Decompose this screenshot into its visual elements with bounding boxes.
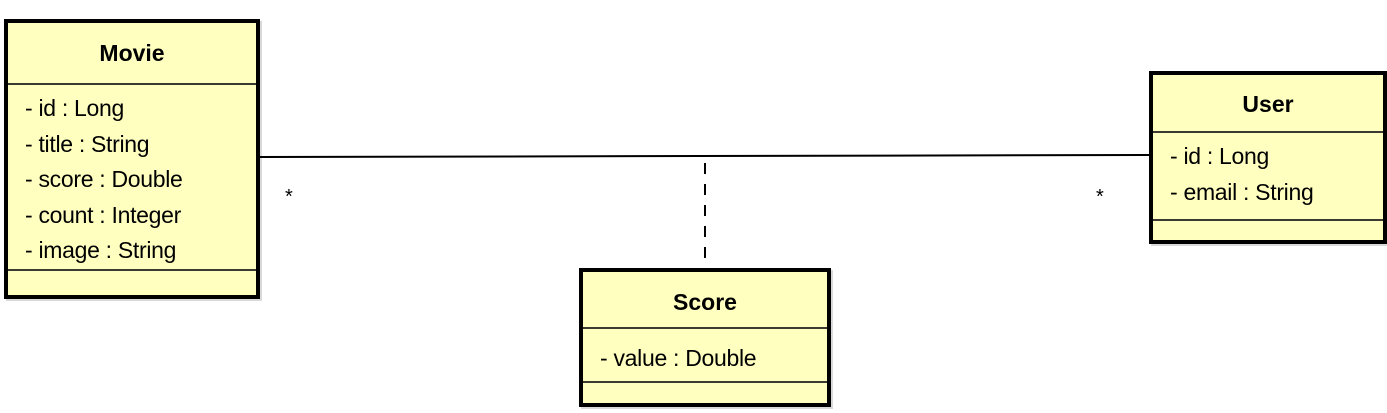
attribute-user-email: - email : String [1170,178,1314,205]
attribute-movie-image: - image : String [25,237,177,263]
class-movie[interactable]: Movie - id : Long - title : String - sco… [4,19,260,299]
class-movie-name: Movie [8,23,256,85]
attribute-movie-title: - title : String [25,130,150,157]
attribute-movie-score: - score : Double [25,166,183,192]
class-user[interactable]: User - id : Long - email : String [1149,71,1387,244]
attribute-movie-id: - id : Long [25,95,124,121]
class-user-name: User [1153,75,1383,133]
class-score[interactable]: Score - value : Double [579,268,831,407]
multiplicity-movie-end: * [285,186,293,208]
class-score-name: Score [583,272,827,329]
attribute-movie-count: - count : Integer [25,201,181,228]
class-score-attributes: - value : Double [583,329,827,383]
association-line-movie-user [259,154,1150,158]
class-user-attributes: - id : Long - email : String [1153,133,1383,221]
class-movie-attributes: - id : Long - title : String - score : D… [8,85,256,271]
attribute-user-id: - id : Long [1170,143,1269,169]
multiplicity-user-end: * [1096,186,1104,208]
attribute-score-value: - value : Double [600,345,757,371]
